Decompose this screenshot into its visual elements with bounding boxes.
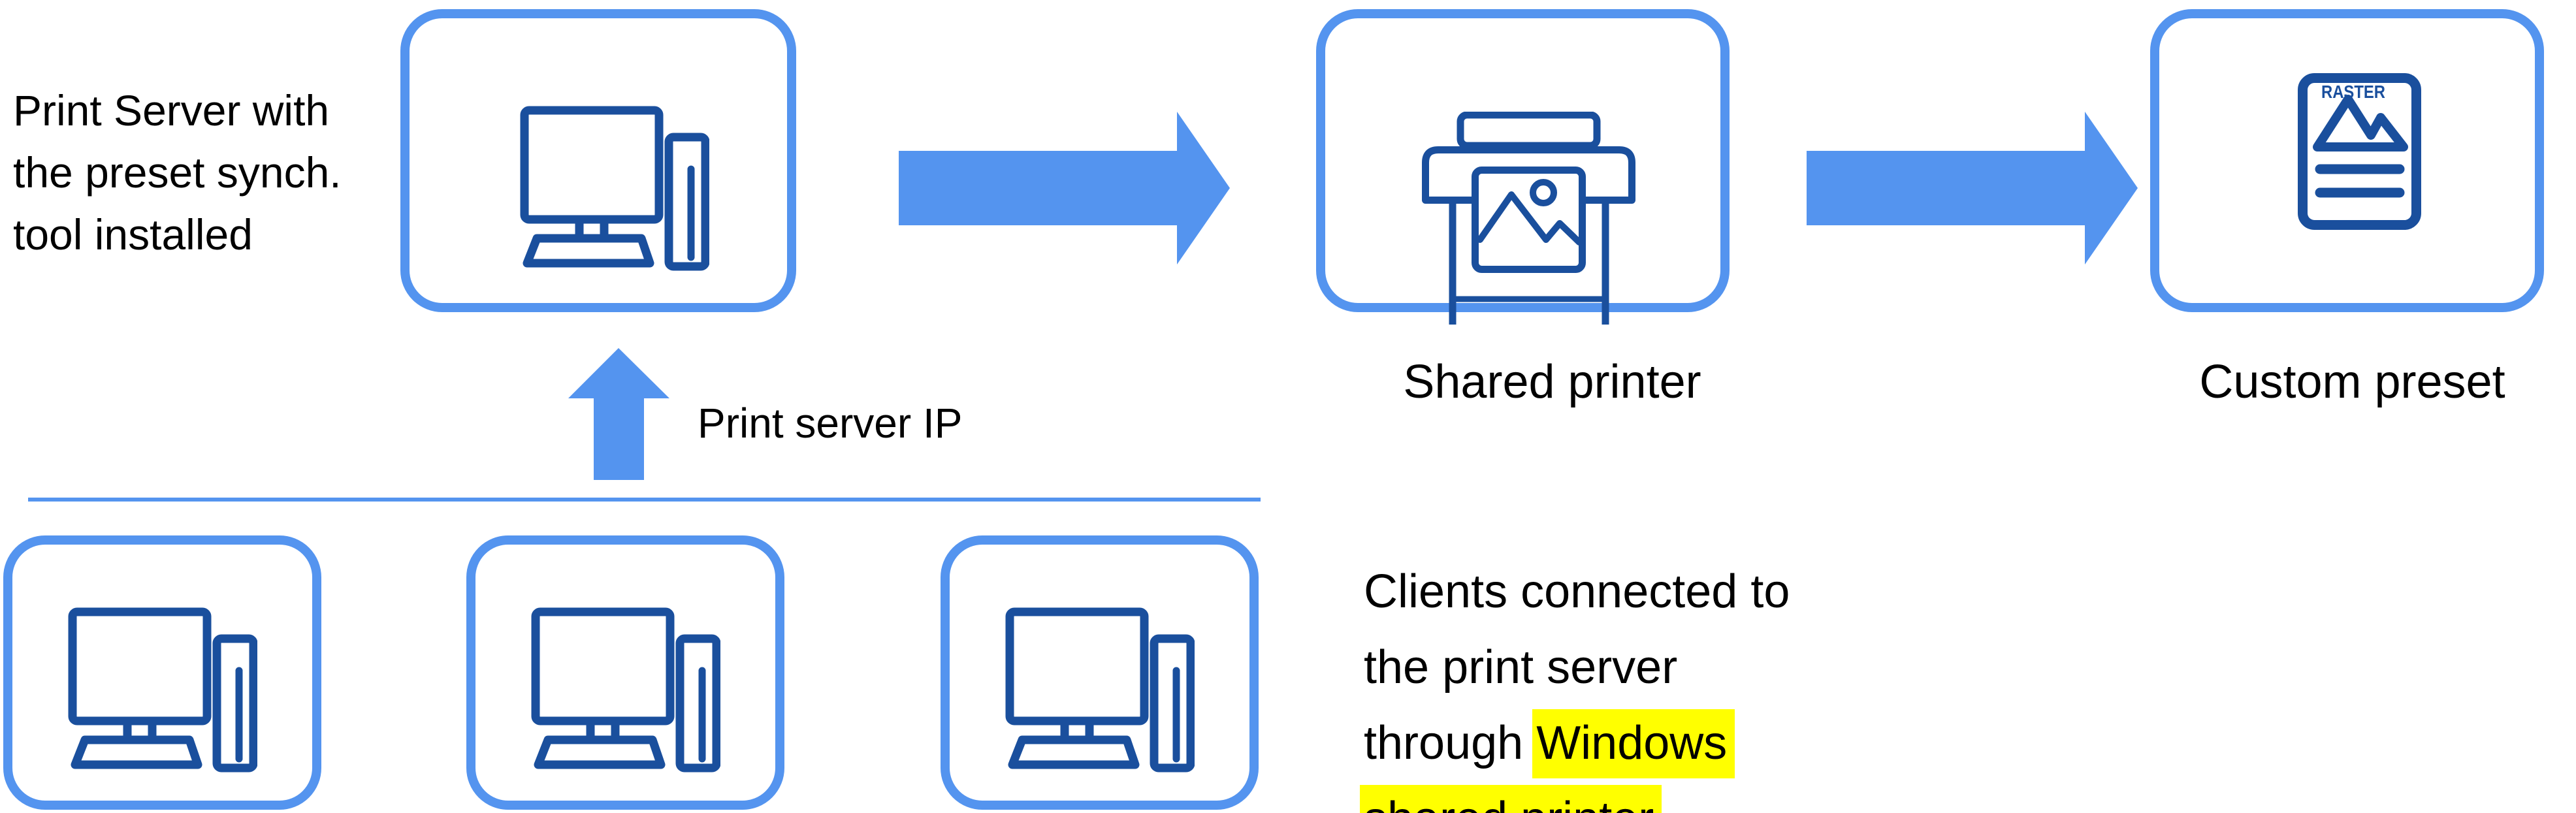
right-arrow-icon — [1807, 112, 2138, 264]
shared-printer-node — [1316, 9, 1730, 325]
clients-note: Clients connected to the print server th… — [1360, 554, 1790, 813]
print-server-node — [400, 9, 796, 312]
large-format-printer-icon — [1422, 112, 1635, 325]
desktop-computer-icon — [1005, 607, 1195, 773]
network-separator-line — [28, 498, 1261, 502]
print-server-ip-label: Print server IP — [698, 400, 963, 447]
desktop-computer-icon — [531, 607, 720, 773]
clients-note-line3-highlight: Windows — [1532, 709, 1735, 778]
server-note-line1: Print Server with — [13, 86, 330, 135]
up-arrow-icon — [568, 348, 669, 480]
desktop-computer-icon — [520, 106, 709, 271]
client-node-2 — [466, 535, 784, 810]
client-node-1 — [3, 535, 321, 810]
shared-printer-label: Shared printer — [1403, 356, 1701, 408]
clients-note-line4-highlight: shared printer — [1360, 785, 1662, 813]
raster-document-icon: RASTER — [2298, 73, 2421, 230]
custom-preset-label: Custom preset — [2199, 356, 2505, 408]
desktop-computer-icon — [68, 607, 257, 773]
custom-preset-node: RASTER — [2150, 9, 2544, 312]
client-node-3 — [941, 535, 1259, 810]
server-note-line2: the preset synch. — [13, 148, 342, 197]
clients-note-line1: Clients connected to — [1364, 566, 1790, 618]
right-arrow-icon — [899, 112, 1230, 264]
server-note: Print Server with the preset synch. tool… — [13, 80, 342, 266]
clients-note-line3-prefix: through — [1364, 717, 1537, 769]
server-note-line3: tool installed — [13, 210, 253, 259]
raster-badge-text: RASTER — [2321, 82, 2385, 102]
clients-note-line2: the print server — [1364, 641, 1678, 693]
